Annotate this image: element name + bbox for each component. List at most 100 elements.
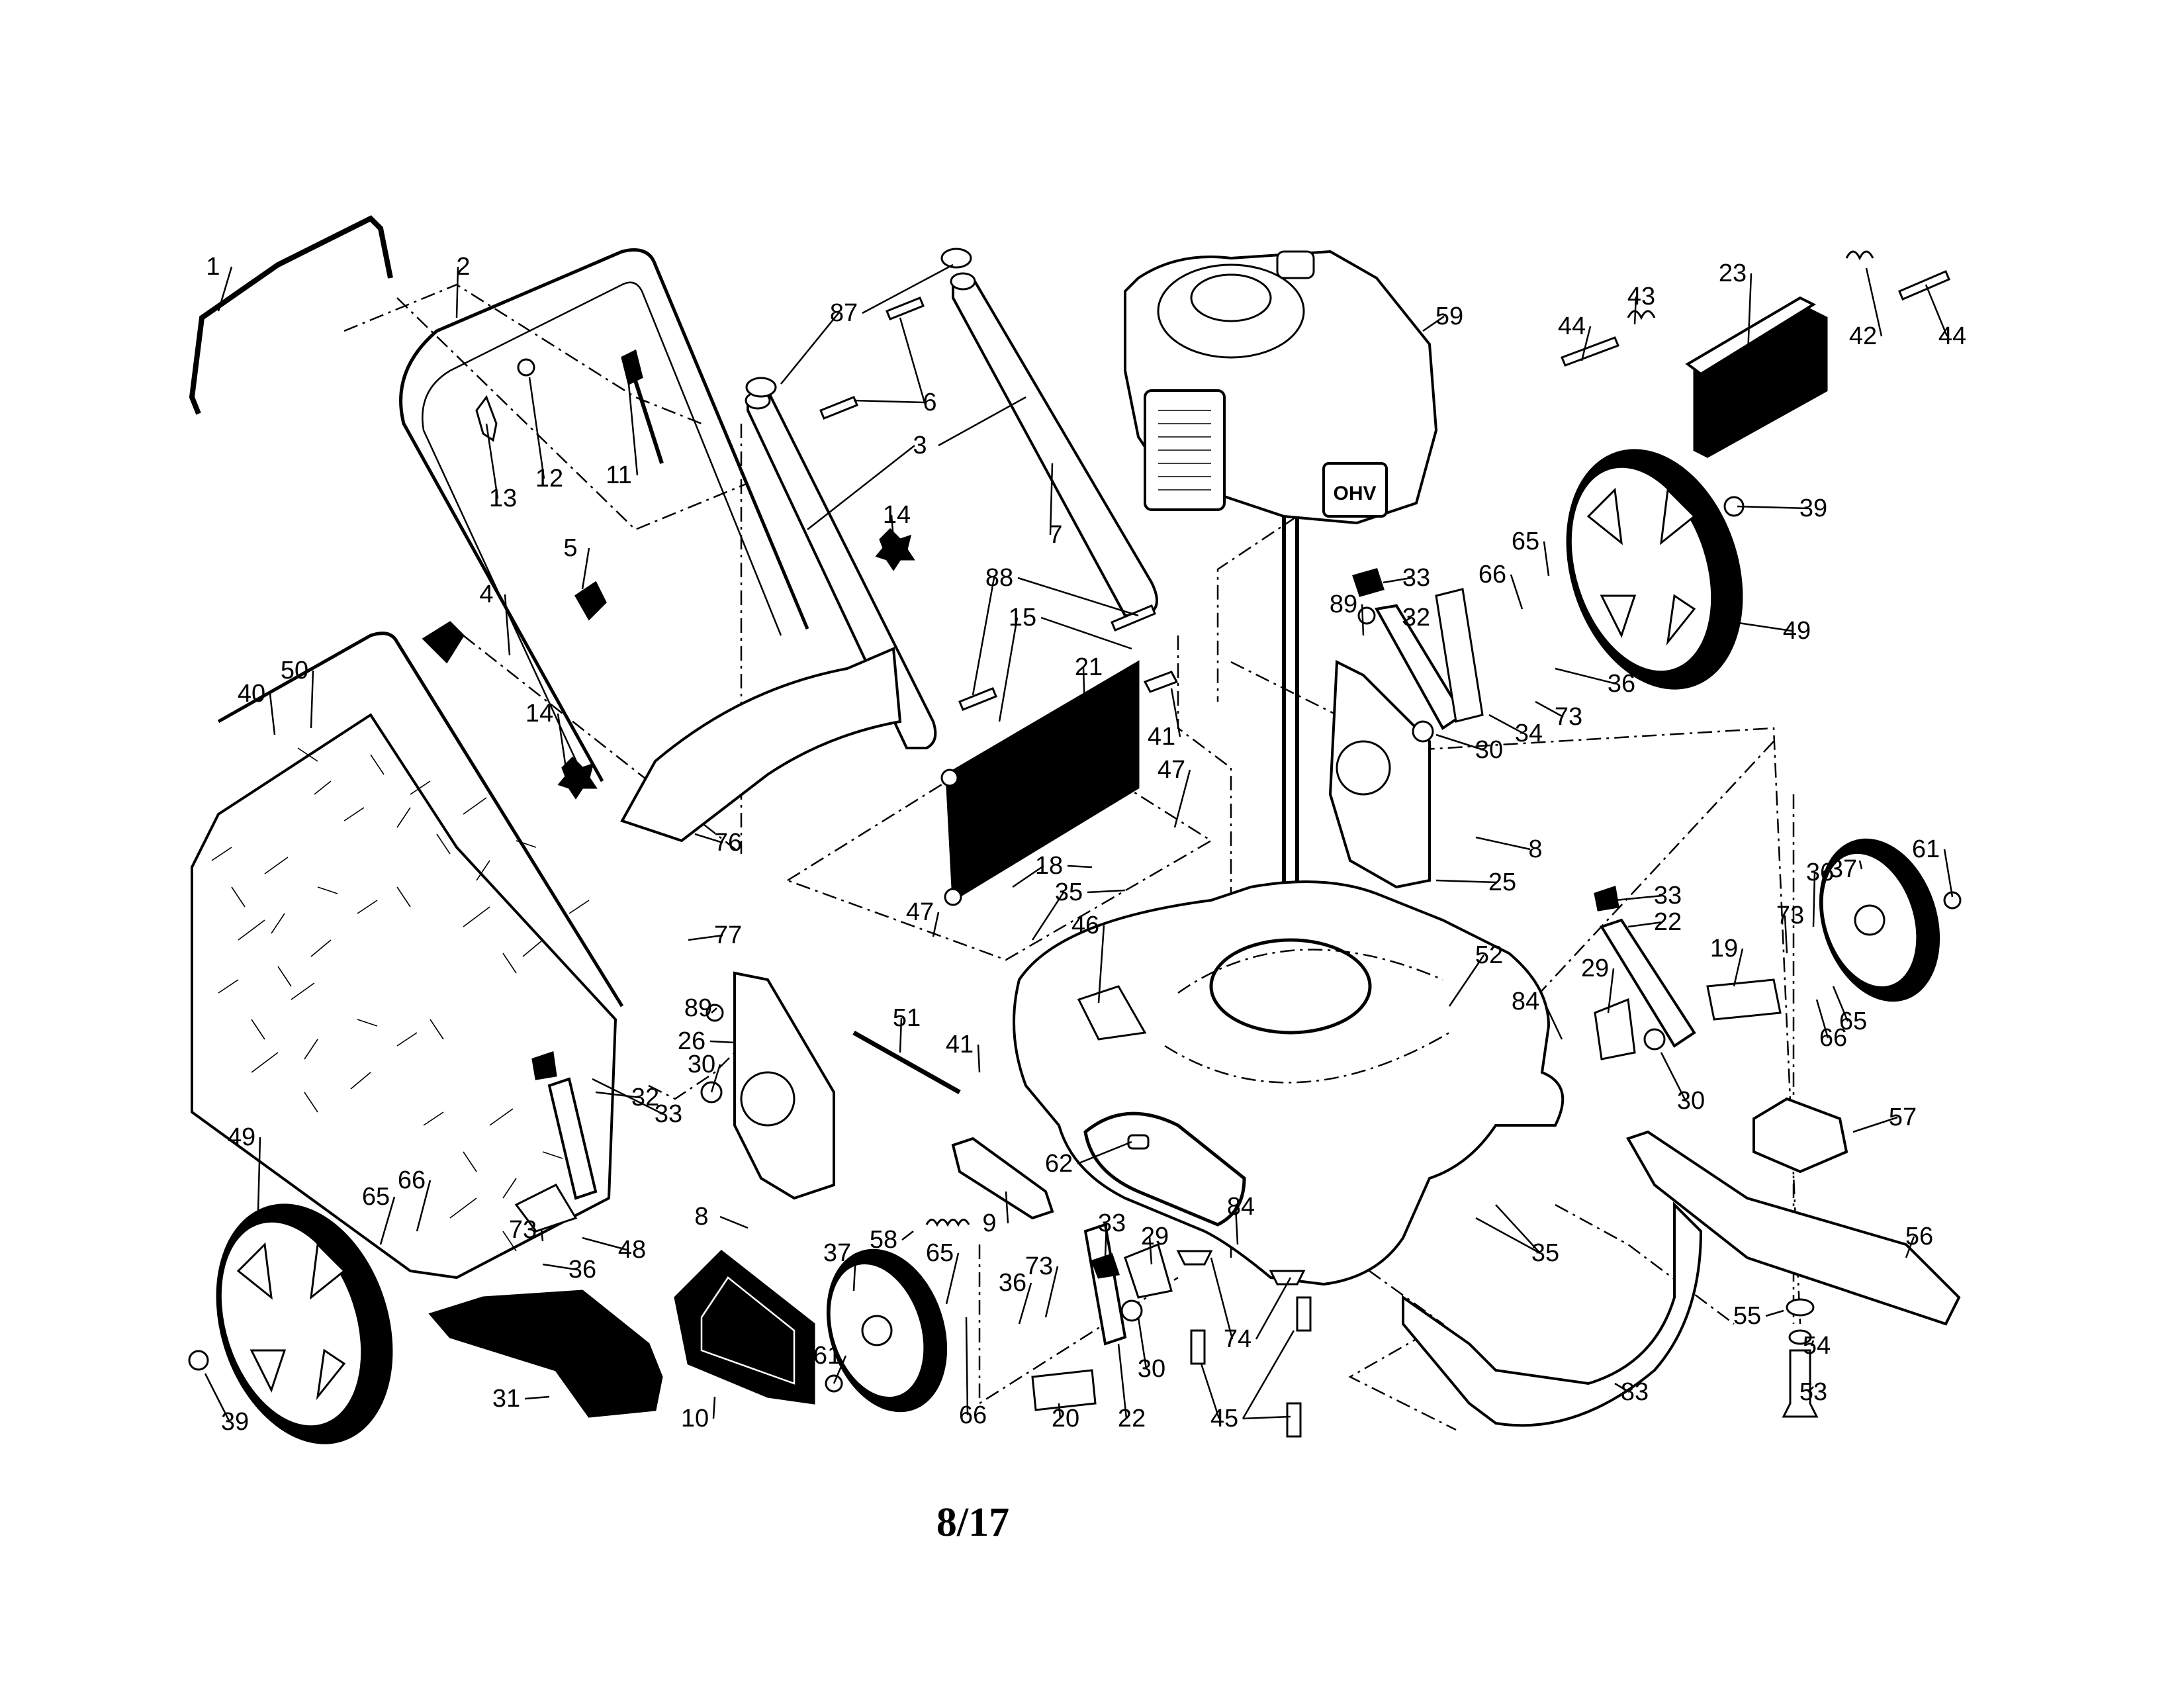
callout-88: 88 — [985, 564, 1013, 592]
leader-line-37 — [852, 1252, 857, 1291]
callout-89: 89 — [1330, 590, 1357, 618]
leader-line-29 — [1607, 968, 1615, 1013]
handle-cap — [940, 248, 972, 269]
handle-bolt-88 — [1111, 604, 1156, 632]
leader-line-36 — [1018, 1282, 1032, 1325]
engine: OHV — [1124, 250, 1438, 966]
callout-6: 6 — [923, 389, 936, 416]
leader-line-41 — [977, 1044, 981, 1073]
callout-73: 73 — [1776, 902, 1804, 929]
callout-74: 74 — [1224, 1325, 1251, 1353]
leader-line-9 — [1005, 1191, 1009, 1224]
blade-adapter — [1752, 1097, 1848, 1174]
lever-grip — [531, 1051, 557, 1080]
front-wheel-right — [1819, 838, 1940, 1002]
deck-plate-46 — [1077, 985, 1147, 1041]
leader-line-14 — [557, 713, 567, 769]
callout-33: 33 — [1098, 1209, 1126, 1237]
leader-line-65 — [1543, 541, 1550, 577]
callout-leader-lines — [204, 263, 1954, 1423]
flap-21 — [945, 660, 1140, 902]
callout-73: 73 — [1025, 1252, 1053, 1280]
leader-line-25 — [1435, 879, 1498, 884]
callout-37: 37 — [823, 1239, 851, 1267]
leader-line-73 — [1784, 915, 1788, 954]
leader-line-44 — [1925, 284, 1948, 337]
axle-bracket-20 — [1031, 1369, 1097, 1411]
callout-41: 41 — [946, 1031, 974, 1058]
callout-54: 54 — [1803, 1332, 1831, 1360]
callout-30: 30 — [688, 1051, 715, 1078]
callout-77: 77 — [714, 921, 742, 949]
rear-chute — [620, 647, 902, 843]
callout-13: 13 — [489, 485, 517, 512]
leader-line-29 — [1148, 1236, 1153, 1265]
spring-58 — [925, 1219, 970, 1227]
leader-line-30 — [1435, 733, 1484, 751]
callout-42: 42 — [1849, 322, 1877, 350]
callout-66: 66 — [398, 1166, 426, 1194]
leader-line-74 — [1255, 1277, 1292, 1340]
leader-line-12 — [528, 377, 545, 479]
lever-grip — [1594, 886, 1619, 912]
leader-line-45 — [1242, 1330, 1295, 1419]
callout-23: 23 — [1719, 259, 1747, 287]
leader-line-21 — [1082, 667, 1087, 735]
callout-46: 46 — [1071, 912, 1099, 939]
lock-washer — [1788, 1329, 1812, 1345]
callout-43: 43 — [1627, 283, 1655, 310]
leader-line-49 — [1733, 621, 1792, 632]
callout-76: 76 — [714, 829, 742, 857]
callout-65: 65 — [1839, 1008, 1867, 1035]
callout-20: 20 — [1052, 1405, 1079, 1432]
bag-frame — [217, 632, 624, 1008]
leader-line-65 — [379, 1196, 396, 1245]
adjuster-bracket-29-bottom — [1124, 1243, 1173, 1299]
leader-line-5 — [581, 547, 590, 590]
leader-line-36 — [1555, 667, 1617, 685]
callout-84: 84 — [1227, 1193, 1255, 1221]
callout-10: 10 — [681, 1405, 709, 1432]
leader-line-44 — [1580, 326, 1592, 361]
callout-73: 73 — [509, 1216, 537, 1244]
callout-89: 89 — [684, 994, 712, 1022]
handle-bolt-88 — [958, 687, 997, 711]
leader-line-39 — [1737, 505, 1809, 510]
grass-catcher — [191, 632, 624, 1280]
bolt-clip-74 — [1176, 1250, 1213, 1266]
callout-39: 39 — [221, 1408, 249, 1436]
leader-line-73 — [1535, 700, 1564, 718]
control-bail — [189, 215, 393, 415]
leader-line-1 — [217, 266, 233, 312]
wing-knob — [422, 621, 465, 664]
callout-52: 52 — [1475, 941, 1503, 969]
callout-11: 11 — [606, 461, 631, 489]
deck-bolt-45 — [1296, 1296, 1312, 1332]
hinge-rod-bolt — [1898, 270, 1950, 301]
callout-34: 34 — [1515, 720, 1543, 747]
callout-5: 5 — [563, 534, 577, 562]
leader-line-40 — [269, 693, 276, 735]
leader-line-84 — [1543, 1001, 1563, 1040]
leader-line-66 — [1815, 999, 1829, 1039]
callout-87: 87 — [830, 299, 858, 327]
callout-36: 36 — [1806, 859, 1834, 886]
callout-35: 35 — [1055, 878, 1083, 906]
leader-line-3 — [807, 445, 915, 530]
leader-line-37 — [1858, 860, 1863, 870]
leader-line-66 — [416, 1180, 432, 1232]
leader-line-26 — [709, 1040, 735, 1044]
leader-line-88 — [972, 577, 995, 696]
leader-line-35 — [1475, 1217, 1541, 1254]
leader-line-54 — [1810, 1340, 1815, 1346]
mower-blade — [1626, 1130, 1961, 1326]
callout-51: 51 — [893, 1004, 921, 1032]
callout-36: 36 — [569, 1256, 596, 1284]
callout-36: 36 — [1608, 670, 1635, 698]
leader-line-49 — [257, 1137, 261, 1212]
callout-30: 30 — [1475, 736, 1503, 764]
leader-line-31 — [524, 1395, 550, 1400]
torsion-spring — [1627, 310, 1656, 320]
leader-line-6 — [853, 399, 925, 404]
